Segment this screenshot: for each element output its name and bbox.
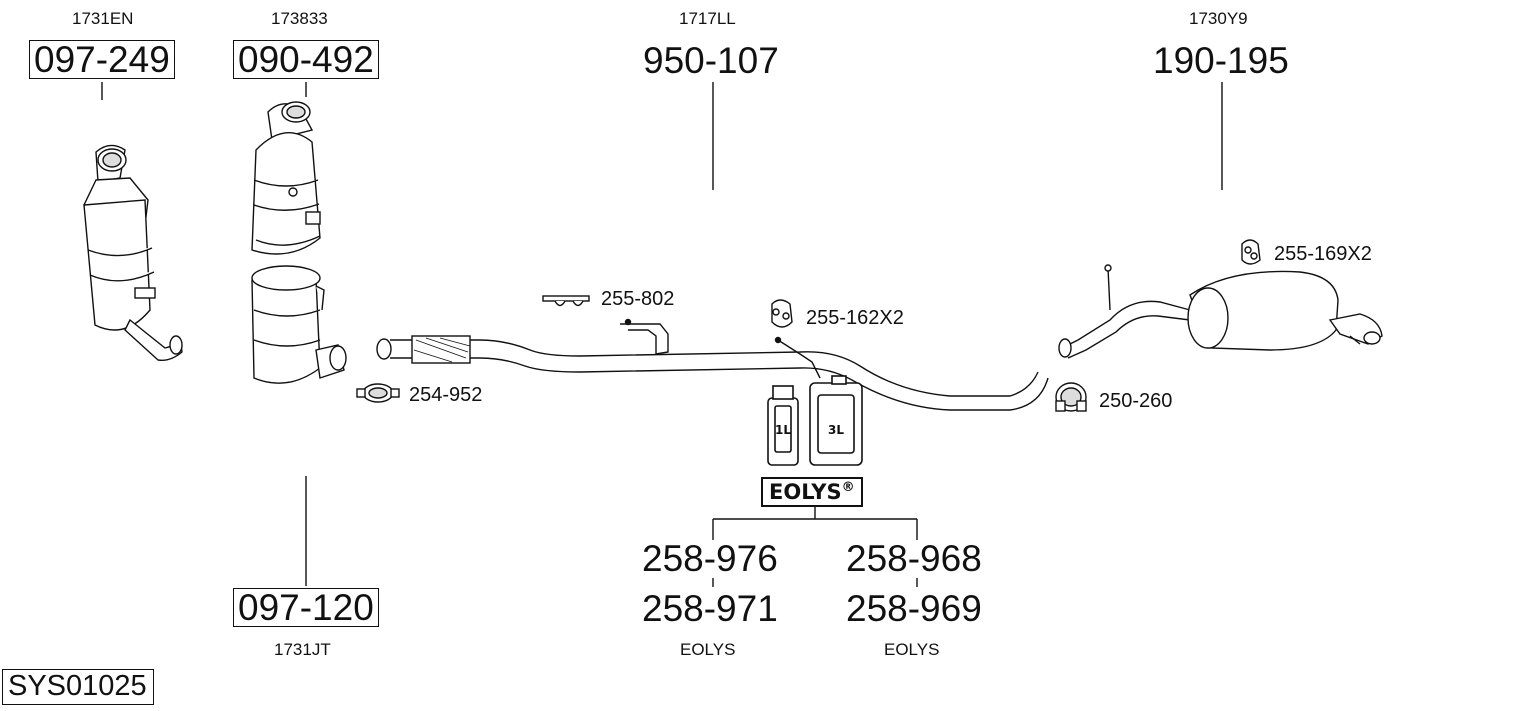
part-ref-label: 173833 [271,9,328,28]
pipe-clamp-icon [1055,382,1087,412]
catalytic-converter-icon [251,265,347,384]
part-ref-label: 1730Y9 [1189,9,1248,28]
system-code: SYS01025 [2,669,154,705]
part-ref-label: 1717LL [679,9,736,28]
bottle-large-label: 3L [828,423,844,437]
part-number[interactable]: 097-120 [233,588,379,627]
catalytic-converter-icon [83,144,183,362]
part-number[interactable]: 190-195 [1153,40,1289,81]
eolys-bottles-icon: 1L 3L [767,375,863,466]
accessory-number[interactable]: 250-260 [1099,390,1173,412]
additive-number[interactable]: 258-971 [642,588,778,629]
eolys-brand: EOLYS [769,480,842,504]
bottle-small-label: 1L [775,423,791,437]
catalytic-converter-icon [251,101,321,255]
rear-silencer-icon [1058,264,1383,359]
additive-number[interactable]: 258-969 [846,588,982,629]
part-ref-label: 1731EN [72,9,134,28]
part-number[interactable]: 097-249 [29,40,175,79]
accessory-number[interactable]: 255-169X2 [1274,243,1372,265]
accessory-number[interactable]: 254-952 [409,384,483,406]
eolys-brand-box: EOLYS® [761,477,863,507]
intermediate-pipe-icon [376,318,1049,411]
additive-caption: EOLYS [680,640,736,659]
additive-caption: EOLYS [884,640,940,659]
part-number[interactable]: 950-107 [643,40,779,81]
additive-number[interactable]: 258-976 [642,538,778,579]
accessory-number[interactable]: 255-802 [601,288,675,310]
rubber-mount-icon [1241,239,1261,265]
part-ref-label: 1731JT [274,640,331,659]
accessory-number[interactable]: 255-162X2 [806,307,904,329]
hanger-icon [542,295,590,307]
registered-mark: ® [841,480,855,495]
clamp-icon [356,383,400,403]
part-number[interactable]: 090-492 [233,40,379,79]
rubber-mount-icon [771,299,793,328]
additive-number[interactable]: 258-968 [846,538,982,579]
